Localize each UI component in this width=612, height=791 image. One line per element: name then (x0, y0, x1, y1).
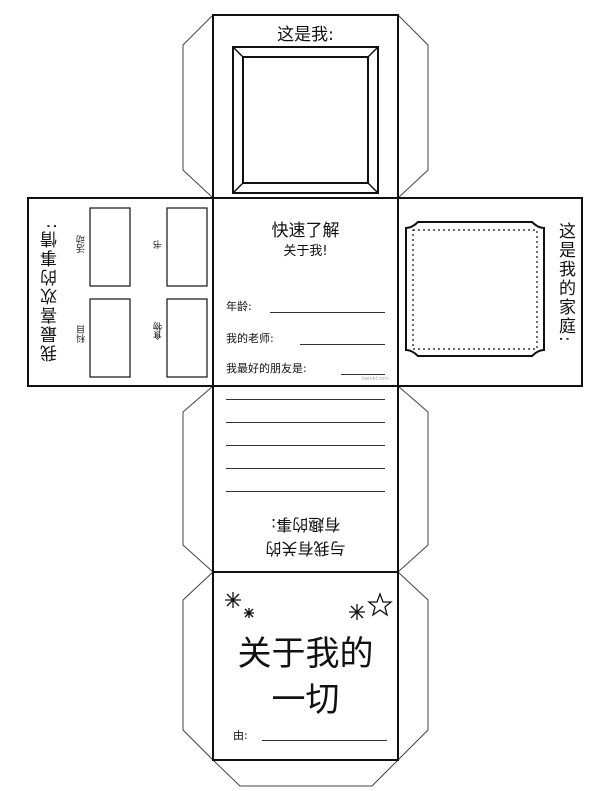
star-icon-3 (349, 604, 365, 620)
bottom-line-5[interactable] (226, 491, 385, 492)
bottom-line-3[interactable] (226, 445, 385, 446)
box-food (166, 298, 208, 378)
star-icon-2 (244, 608, 254, 618)
watermark: twinkl.com (362, 376, 390, 382)
box-label-activity: 活动 (77, 235, 87, 253)
by-line[interactable] (262, 740, 387, 741)
photo-frame-me (232, 46, 379, 194)
box-book (166, 207, 208, 287)
right-face-title: 这是我的家庭: (555, 222, 575, 344)
bottom-face-title-line1: 与我有关的 (265, 539, 346, 558)
top-face-title: 这是我: (277, 25, 334, 45)
box-label-subject: 科目 (77, 325, 87, 343)
bottom-line-4[interactable] (226, 468, 385, 469)
photo-frame-family (405, 221, 545, 357)
glue-tab-low-right (397, 570, 429, 762)
face-right-outline (397, 197, 583, 387)
star-icon-1 (225, 592, 241, 608)
by-label: 由: (233, 729, 248, 742)
center-face-subtitle: 关于我! (283, 244, 328, 259)
glue-tab-mid-left (182, 384, 214, 574)
box-subject (89, 298, 131, 378)
field-line-age[interactable] (270, 312, 385, 313)
glue-tab-mid-right (397, 384, 429, 574)
glue-tab-top-left (182, 13, 214, 200)
bottom-face-title-line2: 有趣的事: (270, 515, 341, 534)
glue-tab-top-right (397, 13, 429, 200)
cover-title-line1: 关于我的 (237, 634, 374, 674)
glue-tab-bottom (211, 759, 400, 787)
bottom-line-2[interactable] (226, 422, 385, 423)
star-icon-4 (367, 592, 393, 617)
field-label-teacher: 我的老师: (226, 332, 274, 345)
bottom-line-1[interactable] (226, 399, 385, 400)
center-face-title: 快速了解 (271, 221, 340, 241)
field-line-best-friend[interactable] (341, 374, 385, 375)
cover-title-line2: 一切 (271, 680, 340, 720)
face-cover-outline (212, 571, 399, 761)
field-label-best-friend: 我最好的朋友是: (226, 362, 307, 375)
left-face-title: 我最喜欢的事情: (41, 221, 61, 363)
box-label-book: 书 (154, 240, 164, 249)
box-label-food: 食物 (154, 322, 164, 340)
cover-stars (225, 592, 393, 620)
glue-tab-low-left (182, 570, 214, 762)
box-activity (89, 207, 131, 287)
field-line-teacher[interactable] (300, 344, 385, 345)
field-label-age: 年龄: (226, 300, 252, 313)
